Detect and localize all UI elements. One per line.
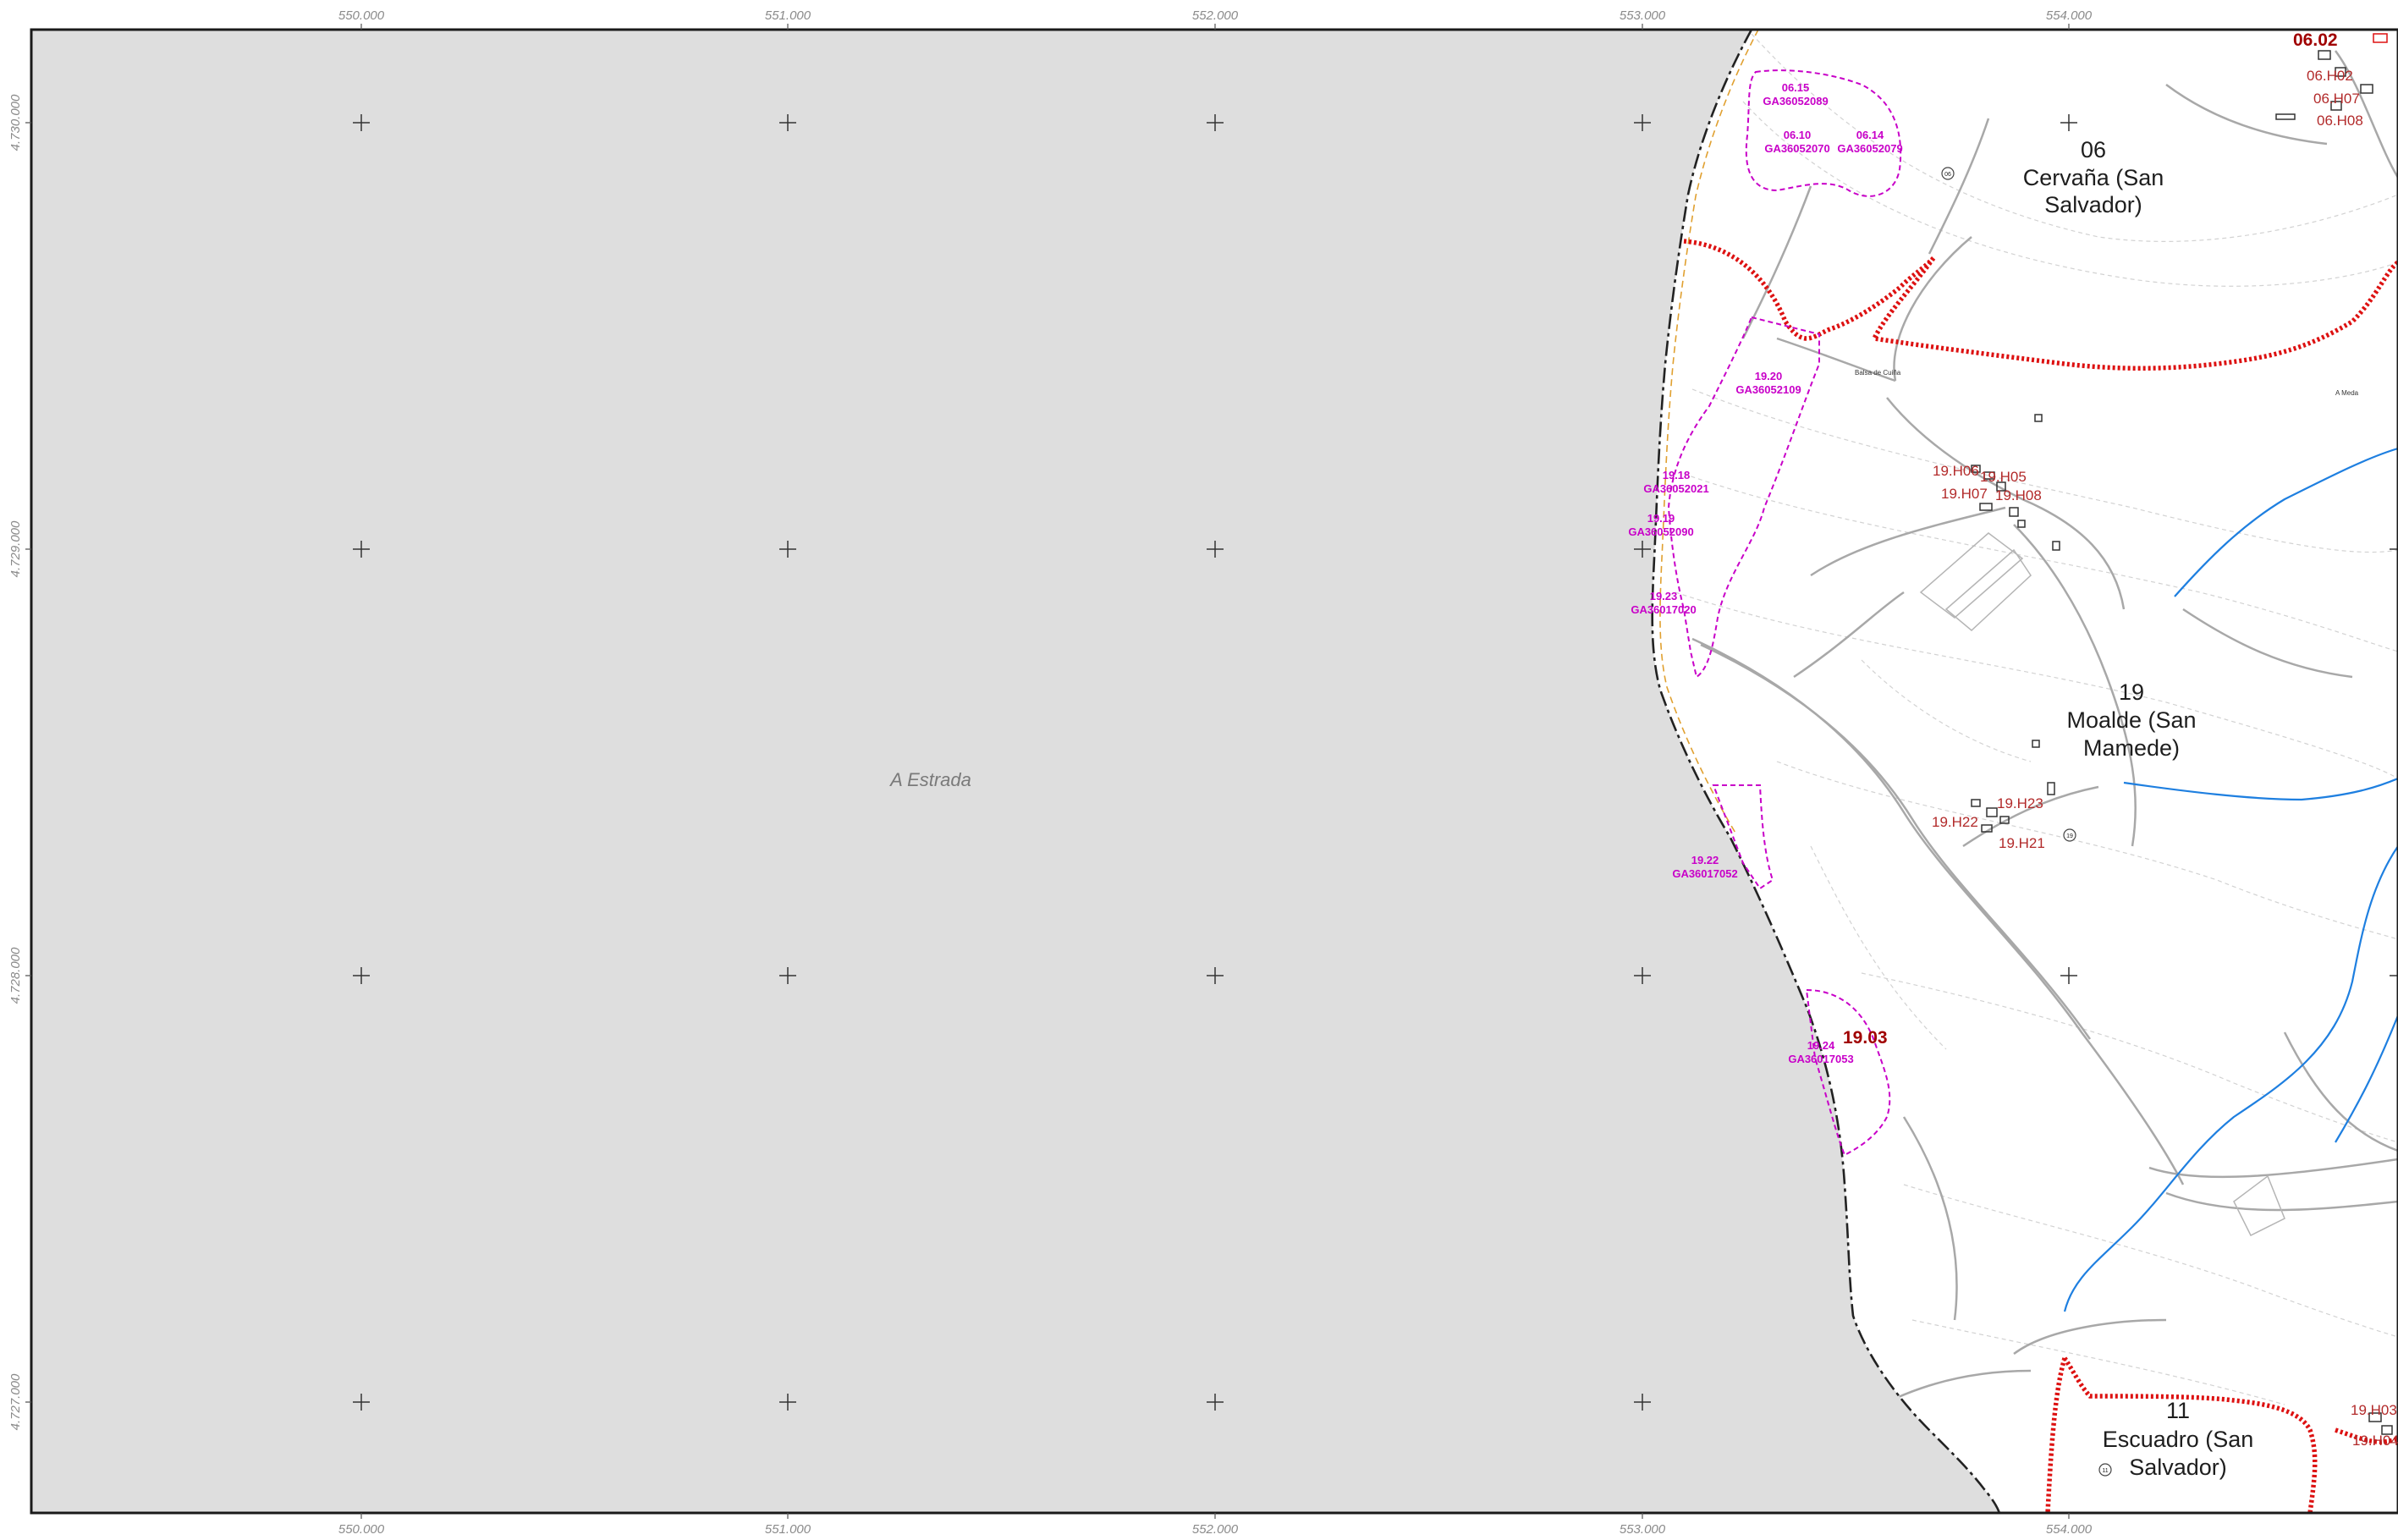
easting-label: 552.000 (1192, 8, 1239, 23)
svg-text:19.20: 19.20 (1755, 370, 1783, 382)
svg-text:GA36052079: GA36052079 (1837, 142, 1902, 155)
house-label: 19.H23 (1997, 795, 2043, 811)
svg-text:19.18: 19.18 (1663, 469, 1691, 481)
svg-text:19: 19 (2066, 833, 2073, 839)
house-label: 19.H22 (1932, 814, 1978, 830)
svg-text:06.14: 06.14 (1856, 129, 1884, 141)
northing-label: 4.728.000 (8, 947, 23, 1004)
easting-label: 550.000 (338, 8, 385, 23)
parish-label-11: 11 Escuadro (San Salvador) (2103, 1398, 2254, 1480)
svg-text:11: 11 (2102, 1468, 2108, 1474)
easting-label: 554.000 (2046, 1522, 2093, 1537)
streams (2063, 447, 2398, 1312)
house-label: 19.H03 (2351, 1402, 2397, 1418)
house-label: 19.H06 (1933, 463, 1979, 479)
heritage-site-polygons (1667, 69, 1902, 1157)
fields (1919, 532, 2285, 1237)
svg-text:GA36052070: GA36052070 (1764, 142, 1829, 155)
easting-labels-top: 550.000 551.000 552.000 553.000 554.000 (338, 8, 2093, 23)
easting-labels-bottom: 550.000 551.000 552.000 553.000 554.000 (338, 1522, 2093, 1537)
building-clusters (1971, 33, 2393, 1435)
easting-label: 553.000 (1620, 8, 1666, 23)
svg-text:GA36052090: GA36052090 (1628, 525, 1693, 538)
site-06-14: 06.14 GA36052079 (1837, 129, 1902, 155)
site-19-23: 19.23 GA36017020 (1631, 590, 1696, 616)
outside-area (31, 30, 1999, 1513)
parish-name-line2: Salvador) (2044, 192, 2142, 217)
svg-text:19.23: 19.23 (1650, 590, 1678, 602)
site-19-19: 19.19 GA36052090 (1628, 512, 1693, 538)
marker-06: 06 (1941, 167, 1955, 180)
house-label: 19.H07 (1941, 486, 1988, 502)
area-code-06-02: 06.02 (2293, 30, 2338, 50)
northing-labels: 4.730.000 4.729.000 4.728.000 4.727.000 (8, 94, 23, 1430)
svg-text:GA36052089: GA36052089 (1763, 95, 1828, 107)
parish-name-line1: Escuadro (San (2103, 1427, 2254, 1452)
site-06-10: 06.10 GA36052070 (1764, 129, 1829, 155)
parish-number: 11 (2166, 1398, 2190, 1423)
house-label: 19.H05 (1980, 469, 2027, 485)
house-label: 19.H08 (1995, 487, 2042, 503)
svg-text:06: 06 (1944, 172, 1951, 178)
site-19-22: 19.22 GA36017052 (1672, 854, 1737, 880)
svg-text:06.10: 06.10 (1784, 129, 1812, 141)
svg-text:19.19: 19.19 (1647, 512, 1675, 525)
municipal-boundary (1651, 29, 2001, 1514)
house-label: 19.H04 (2352, 1433, 2398, 1449)
area-code-19-03: 19.03 (1843, 1028, 1888, 1048)
easting-label: 553.000 (1620, 1522, 1666, 1537)
hamlet-label: A Meda (2335, 389, 2359, 397)
site-19-20: 19.20 GA36052109 (1735, 370, 1801, 396)
parish-label-19: 19 Moalde (San Mamede) (2066, 679, 2196, 761)
easting-label: 551.000 (765, 1522, 811, 1537)
house-label: 19.H21 (1999, 835, 2045, 851)
municipality-label: A Estrada (888, 769, 971, 790)
marker-11: 11 (2098, 1463, 2112, 1477)
easting-label: 554.000 (2046, 8, 2093, 23)
site-19-18: 19.18 GA36052021 (1643, 469, 1708, 495)
site-06-15: 06.15 GA36052089 (1763, 81, 1828, 107)
svg-text:GA36052021: GA36052021 (1643, 482, 1708, 495)
house-label: 06.H08 (2317, 113, 2363, 129)
northing-label: 4.730.000 (8, 94, 23, 151)
parish-number: 06 (2081, 137, 2106, 162)
svg-text:GA36017052: GA36017052 (1672, 867, 1737, 880)
parish-number: 19 (2119, 679, 2144, 705)
parish-name-line2: Salvador) (2129, 1455, 2227, 1480)
svg-text:19.24: 19.24 (1807, 1039, 1835, 1052)
easting-label: 551.000 (765, 8, 811, 23)
grid-crosses (353, 114, 2398, 1411)
road-markers: 06 19 11 (1941, 167, 2112, 1477)
svg-text:19.22: 19.22 (1691, 854, 1719, 866)
house-labels: 19.H06 19.H05 19.H07 19.H08 19.H23 19.H2… (1932, 68, 2398, 1449)
municipal-boundary-orange (1659, 29, 1759, 835)
heritage-site-labels: 06.15 GA36052089 06.10 GA36052070 06.14 … (1628, 81, 1902, 1065)
easting-label: 552.000 (1192, 1522, 1239, 1537)
svg-text:GA36017053: GA36017053 (1788, 1053, 1853, 1065)
parish-label-06: 06 Cervaña (San Salvador) (2023, 137, 2164, 217)
parish-name-line1: Cervaña (San (2023, 165, 2164, 190)
frame-ticks (25, 24, 2070, 1519)
svg-text:GA36052109: GA36052109 (1735, 383, 1801, 396)
roads (1691, 50, 2398, 1440)
hamlet-label: Balsa de Cuiña (1855, 369, 1901, 377)
svg-text:06.15: 06.15 (1782, 81, 1810, 94)
northing-label: 4.727.000 (8, 1373, 23, 1430)
parish-name-line2: Mamede) (2083, 735, 2180, 761)
parish-name-line1: Moalde (San (2066, 707, 2196, 733)
site-19-24: 19.24 GA36017053 (1788, 1039, 1853, 1065)
northing-label: 4.729.000 (8, 520, 23, 577)
house-label: 06.H07 (2313, 91, 2360, 107)
contour-lines (1675, 33, 2398, 1405)
svg-text:GA36017020: GA36017020 (1631, 603, 1696, 616)
house-label: 06.H02 (2307, 68, 2353, 84)
marker-19: 19 (2063, 828, 2076, 842)
easting-label: 550.000 (338, 1522, 385, 1537)
